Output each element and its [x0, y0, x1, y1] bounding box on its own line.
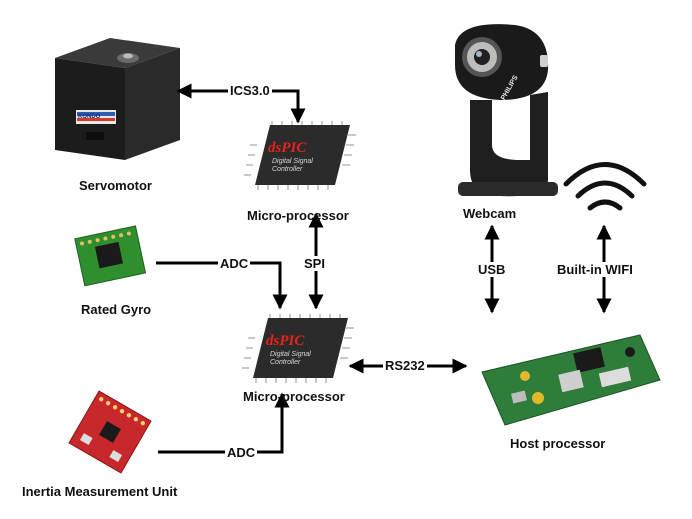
edge-label-adc-imu: ADC: [225, 445, 258, 460]
micro-processor-bottom-label: Micro-processor: [243, 389, 345, 404]
micro-processor-top-label: Micro-processor: [247, 208, 349, 223]
servomotor-brand-text: KONDO: [78, 114, 101, 120]
imu-image: [68, 390, 152, 474]
host-processor-label: Host processor: [510, 436, 606, 451]
servomotor-image: [55, 38, 180, 160]
edge-label-usb: USB: [476, 262, 508, 277]
edge-label-rs232: RS232: [383, 358, 427, 373]
bottom-chip-sub-text: Digital Signal Controller: [270, 351, 311, 366]
imu-label: Inertia Measurement Unit: [22, 484, 178, 499]
servomotor-label: Servomotor: [79, 178, 152, 193]
webcam-image: [455, 24, 558, 197]
rated-gyro-image: [74, 225, 147, 287]
edge-label-ics: ICS3.0: [228, 83, 272, 98]
rated-gyro-label: Rated Gyro: [81, 302, 152, 317]
top-chip-sub-text: Digital Signal Controller: [272, 158, 313, 173]
top-chip-brand-text: dsPIC: [268, 140, 307, 156]
host-processor-image: [481, 334, 661, 426]
micro-processor-bottom-chip: [242, 314, 354, 383]
wifi-icon: [563, 162, 647, 211]
webcam-label: Webcam: [463, 206, 517, 221]
edge-label-adc-gyro: ADC: [218, 256, 251, 271]
bottom-chip-brand-text: dsPIC: [266, 333, 305, 349]
edge-label-spi: SPI: [302, 256, 327, 271]
edge-label-wifi: Built-in WIFI: [555, 262, 635, 277]
micro-processor-top-chip: [244, 121, 356, 190]
